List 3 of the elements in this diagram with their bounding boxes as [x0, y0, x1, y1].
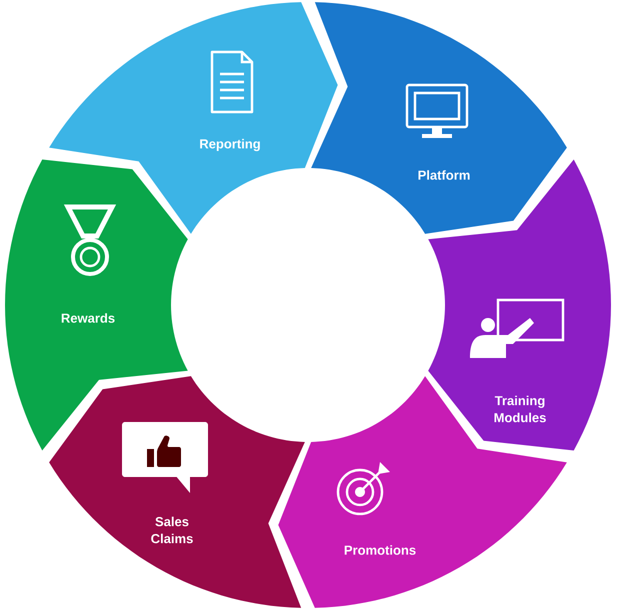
ring-segment: Platform	[311, 2, 567, 234]
ring-segment: Rewards	[5, 159, 188, 450]
ring-segment: Reporting	[49, 2, 338, 234]
